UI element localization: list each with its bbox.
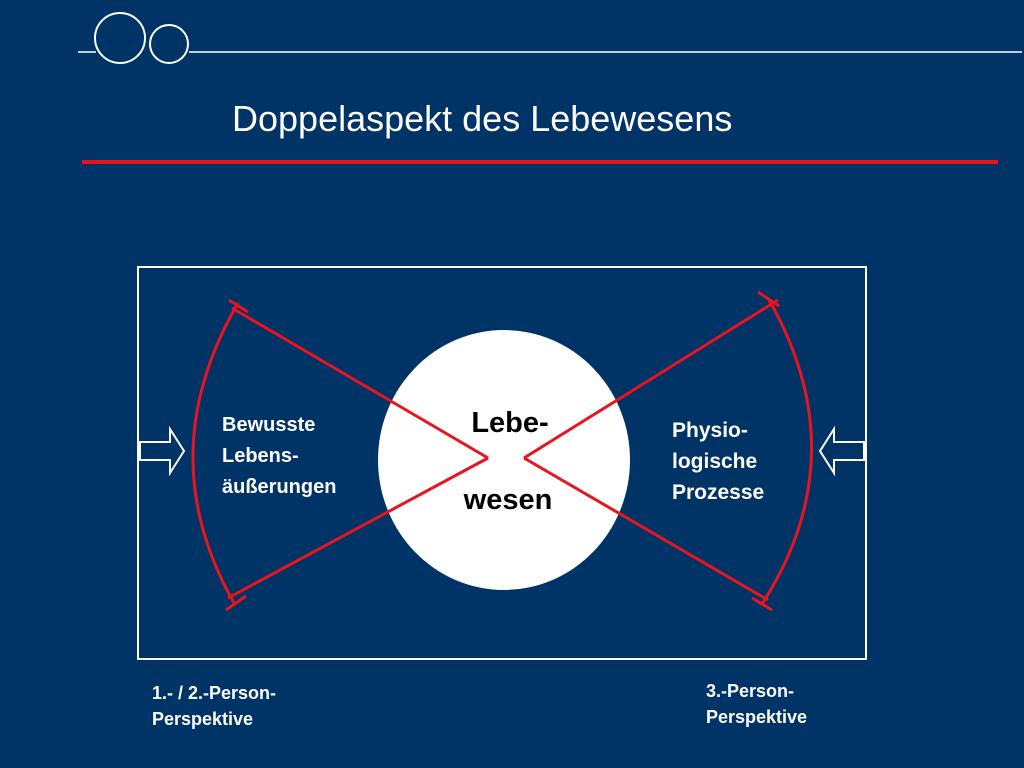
left-label-line2: Lebens- — [222, 445, 299, 467]
right-label-line1: Physio- — [672, 419, 748, 442]
left-perspective-line2: Perspektive — [152, 709, 254, 729]
left-arc-tick-top — [228, 298, 249, 314]
left-perspective: 1.- / 2.-Person- Perspektive — [152, 680, 276, 732]
left-arc — [191, 302, 240, 604]
left-lower-ray — [227, 456, 489, 600]
center-label-line1: Lebe- — [471, 407, 549, 439]
right-arc-tick-top — [757, 290, 780, 308]
left-label: Bewusste Lebens- äußerungen — [222, 410, 336, 503]
right-label-line2: logische — [672, 450, 758, 473]
left-arc-tick-bottom — [225, 594, 247, 612]
left-arrow-icon — [818, 425, 865, 477]
center-circle — [378, 330, 630, 590]
right-perspective-line2: Perspektive — [706, 707, 808, 727]
center-label-line2: wesen — [463, 484, 553, 516]
right-arrow-icon — [139, 425, 186, 477]
left-label-line1: Bewusste — [222, 414, 316, 436]
right-perspective-line1: 3.-Person- — [706, 681, 795, 701]
left-upper-ray — [231, 306, 489, 460]
page-title: Doppelaspekt des Lebewesens — [232, 98, 733, 139]
header-circle-small — [149, 24, 189, 64]
header-circle-large — [94, 12, 146, 64]
right-perspective: 3.-Person- Perspektive — [706, 678, 807, 730]
left-label-line3: äußerungen — [222, 476, 337, 498]
right-upper-ray — [523, 298, 779, 460]
diagram-frame — [137, 266, 867, 660]
right-label-line3: Prozesse — [672, 481, 765, 504]
right-arc-tick-bottom — [751, 596, 773, 612]
right-lower-ray — [523, 456, 769, 602]
left-perspective-line1: 1.- / 2.-Person- — [152, 683, 277, 703]
right-label: Physio- logische Prozesse — [672, 415, 764, 508]
right-arc — [760, 297, 814, 605]
